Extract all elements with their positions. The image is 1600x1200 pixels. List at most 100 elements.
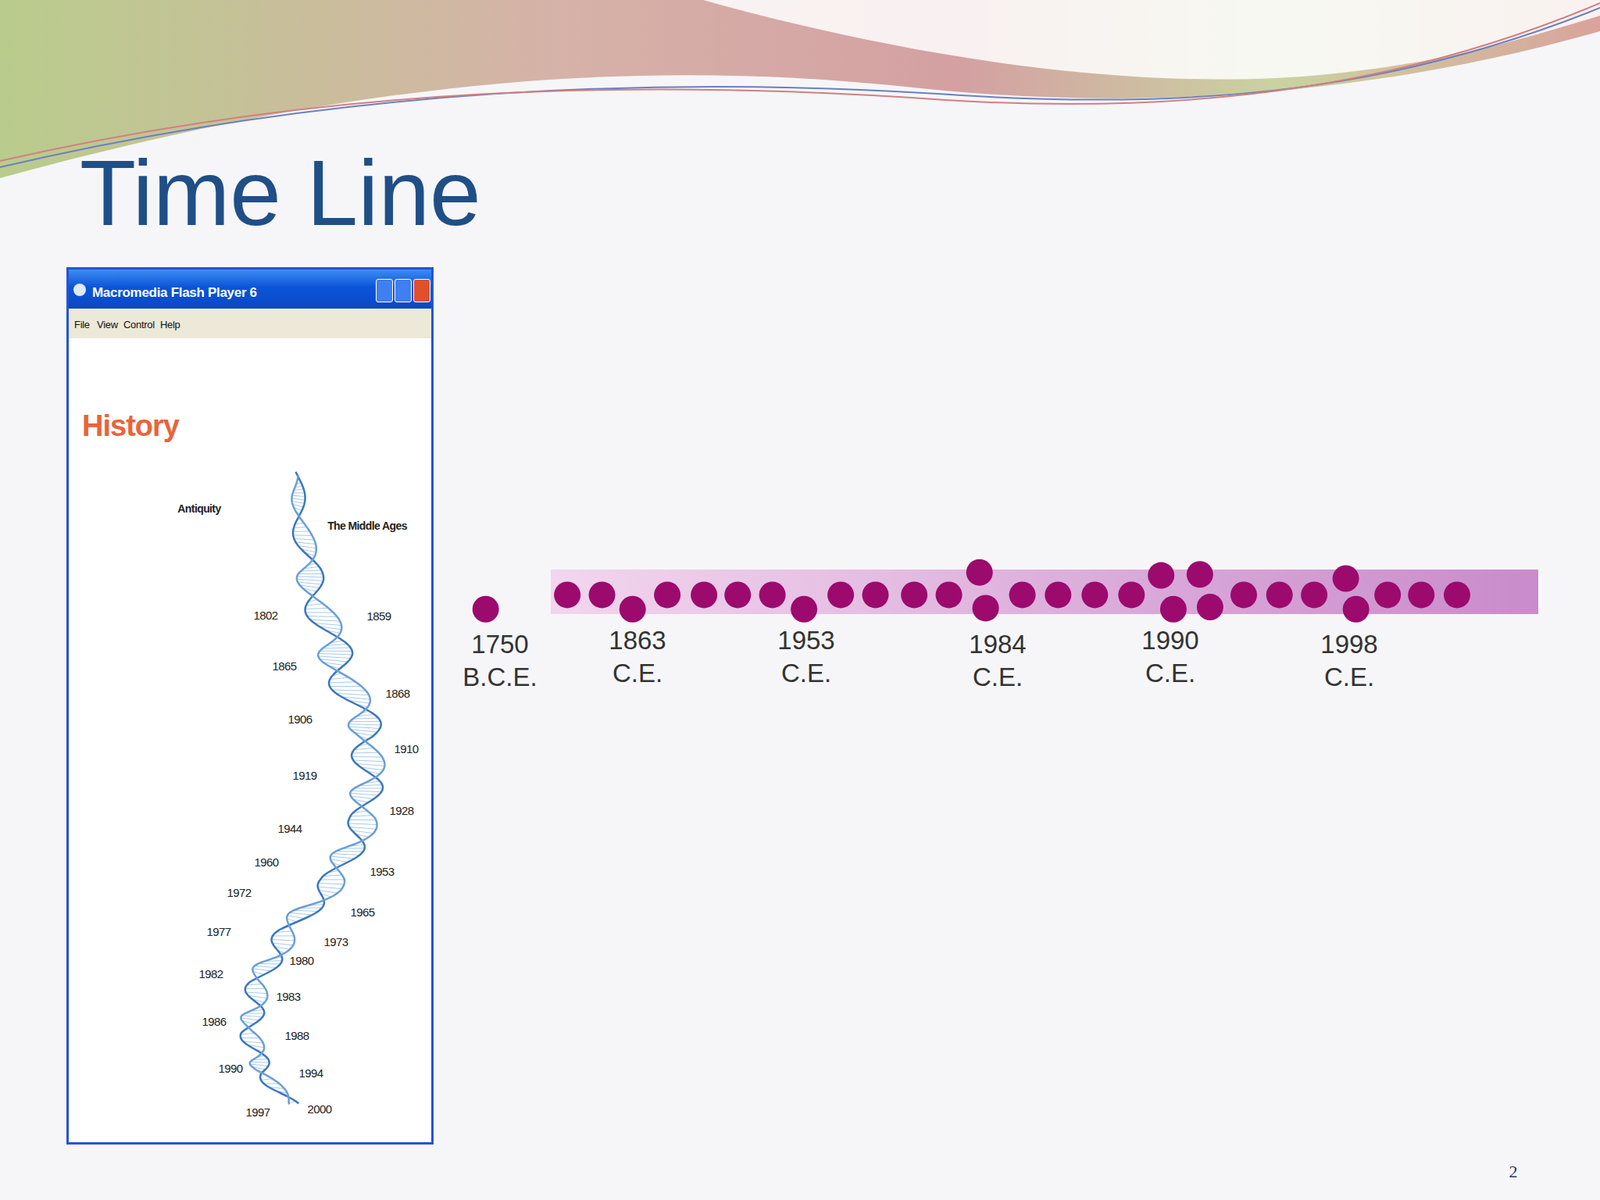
timeline-dot [1009, 581, 1036, 608]
timeline-dot [827, 581, 854, 608]
helix-rung [353, 717, 379, 719]
helix-rung [336, 850, 364, 853]
year-label: 1910 [394, 742, 419, 757]
helix-rung [317, 886, 343, 890]
helix-rung [353, 760, 385, 762]
helix-rung [254, 965, 277, 968]
timeline-dot [653, 581, 681, 608]
timeline-dot [1443, 581, 1471, 608]
timeline-dot [1117, 581, 1145, 608]
timeline-dot [724, 581, 751, 608]
helix-rung [348, 726, 380, 729]
timeline-dot [1407, 581, 1435, 608]
helix-rung [242, 1041, 264, 1043]
helix-rung [317, 653, 352, 655]
helix-rung [296, 578, 324, 581]
timeline-dot [1266, 581, 1293, 608]
app-icon [73, 283, 86, 297]
year-label: 1972 [227, 886, 252, 900]
year-label: 1980 [289, 954, 315, 968]
helix-strand [240, 475, 385, 1105]
timeline-dot [1332, 565, 1360, 593]
year-label: 2000 [307, 1103, 333, 1117]
timeline-dot [690, 581, 718, 608]
helix-rung [320, 650, 353, 652]
helix-rung [323, 875, 343, 877]
helix-rung [300, 570, 322, 572]
helix-rung [329, 677, 349, 679]
window-button [394, 278, 412, 303]
window-button [375, 278, 393, 303]
helix-rung [250, 1064, 268, 1067]
date-label: 1750 B.C.E. [462, 628, 537, 694]
helix-rung [253, 968, 272, 972]
timeline-dot [589, 581, 616, 608]
helix-rung [318, 890, 338, 894]
helix-rung [348, 724, 382, 725]
era-label: Antiquity [177, 503, 221, 515]
helix-rung [319, 659, 348, 662]
helix-rung [296, 576, 324, 578]
helix-rung [305, 611, 334, 613]
helix-strand [240, 471, 383, 1104]
year-label: 1988 [285, 1029, 310, 1043]
timeline-dot [1186, 560, 1214, 588]
helix-rung [292, 495, 306, 497]
helix-rung [293, 526, 308, 529]
helix-rung [258, 963, 281, 965]
header-line [0, 7, 1600, 168]
page-number: 2 [1509, 1162, 1518, 1182]
header-swoosh [703, 0, 1600, 80]
helix-rung [292, 530, 310, 533]
helix-rung [348, 819, 376, 821]
helix-rung [352, 752, 379, 754]
year-label: 1865 [272, 660, 297, 674]
helix-rung [356, 764, 385, 767]
year-label: 1960 [254, 856, 279, 870]
helix-rung [317, 883, 344, 885]
year-label: 1986 [202, 1015, 227, 1029]
year-label: 1994 [299, 1067, 324, 1081]
helix-rung [240, 1037, 260, 1039]
year-label: 1990 [218, 1062, 243, 1076]
helix-rung [293, 539, 315, 541]
helix-rung [272, 942, 294, 946]
timeline-dot [1342, 596, 1370, 623]
helix-rung [260, 1078, 272, 1081]
helix-rung [291, 498, 305, 500]
helix-rung [297, 582, 322, 585]
timeline-dot [1044, 581, 1072, 608]
helix-rung [353, 747, 374, 750]
menu-item: File [74, 319, 90, 331]
year-label: 1906 [288, 713, 313, 727]
helix-rung [320, 878, 345, 880]
helix-rung [287, 915, 306, 919]
timeline-dot [1374, 581, 1401, 608]
timeline-dot [553, 581, 581, 608]
era-label: The Middle Ages [327, 520, 408, 533]
year-label: 1953 [370, 865, 395, 879]
slide-title: Time Line [79, 146, 482, 240]
timeline-dot [759, 581, 786, 608]
timeline-dot [472, 596, 500, 623]
dna-helix [68, 269, 432, 1143]
timeline-dot [935, 581, 963, 608]
flash-window: Macromedia Flash Player 6FileViewControl… [66, 267, 434, 1145]
timeline-dot [972, 594, 1000, 622]
timeline-dot [1196, 593, 1224, 621]
year-label: 1944 [278, 822, 303, 836]
timeline-dot [1230, 581, 1258, 608]
helix-rung [322, 647, 351, 650]
helix-rung [307, 616, 338, 618]
year-label: 1859 [367, 610, 392, 624]
date-label: 1998 C.E. [1320, 628, 1378, 694]
year-label: 1965 [350, 906, 375, 920]
helix-rung [306, 603, 324, 606]
helix-rung [350, 815, 372, 817]
helix-rung [296, 542, 317, 544]
helix-rung [317, 656, 351, 659]
year-label: 1983 [276, 990, 301, 1004]
helix-rung [298, 573, 323, 575]
helix-rung [335, 693, 369, 696]
helix-rung [305, 607, 329, 609]
